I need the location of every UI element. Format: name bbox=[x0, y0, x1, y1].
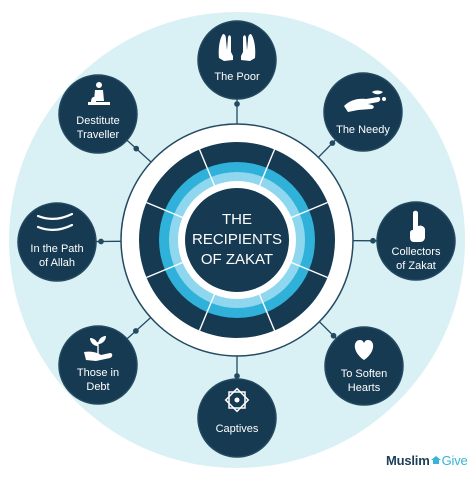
node-the-needy: The Needy bbox=[323, 72, 403, 152]
node-label-line2: Debt bbox=[86, 381, 109, 393]
center-title-line2: RECIPIENTS bbox=[192, 231, 282, 248]
center-title-line3: OF ZAKAT bbox=[201, 251, 273, 268]
node-destitute-traveller: Destitute Traveller bbox=[58, 74, 138, 154]
praying-hands-icon bbox=[218, 34, 256, 61]
center-hub bbox=[120, 123, 354, 357]
node-those-in-debt: Those in Debt bbox=[58, 325, 138, 405]
connector-dot bbox=[133, 145, 140, 152]
hand-plant-icon bbox=[84, 336, 113, 361]
heart-icon bbox=[354, 340, 374, 360]
hub-divider bbox=[198, 287, 218, 331]
logo-text-part2: Give bbox=[441, 453, 468, 468]
connector-dot bbox=[234, 101, 240, 107]
node-label-line2: Traveller bbox=[77, 129, 120, 141]
node-captives: Captives bbox=[197, 378, 277, 458]
connector-dot bbox=[329, 140, 336, 146]
node-label-line2: Hearts bbox=[348, 382, 381, 394]
hub-divider bbox=[146, 259, 190, 279]
node-label-line1: Collectors bbox=[392, 246, 441, 258]
node-label-line1: In the Path bbox=[30, 243, 83, 255]
node-label: The Needy bbox=[336, 124, 390, 136]
hub-divider bbox=[198, 149, 218, 193]
hub-divider bbox=[256, 287, 276, 331]
node-label-line1: Destitute bbox=[76, 115, 119, 127]
crossed-swords-icon bbox=[36, 212, 74, 231]
node-the-poor: The Poor bbox=[197, 20, 277, 100]
node-label-line1: Those in bbox=[77, 367, 119, 379]
node-label: Captives bbox=[216, 423, 259, 435]
house-icon bbox=[430, 456, 441, 464]
connector-dot bbox=[98, 238, 104, 245]
star-emblem-icon bbox=[224, 387, 250, 413]
giving-hand-icon bbox=[344, 90, 386, 112]
hub-divider bbox=[256, 149, 276, 193]
node-to-soften-hearts: To Soften Hearts bbox=[324, 326, 404, 406]
node-label: The Poor bbox=[214, 71, 260, 83]
logo-text-part1: Muslim bbox=[386, 453, 430, 468]
node-label-line2: of Zakat bbox=[396, 260, 436, 272]
hub-divider bbox=[284, 259, 328, 279]
center-title-line1: THE bbox=[222, 211, 252, 228]
connector-dot bbox=[133, 328, 139, 334]
praying-person-icon bbox=[88, 82, 110, 105]
node-label-line1: To Soften bbox=[341, 368, 387, 380]
connector-dot bbox=[234, 373, 240, 379]
muslimgive-logo: Muslim Give bbox=[386, 453, 468, 469]
node-in-the-path-of-allah: In the Path of Allah bbox=[17, 202, 97, 282]
raised-finger-icon bbox=[410, 210, 425, 242]
hub-divider bbox=[284, 201, 328, 221]
node-collectors-of-zakat: Collectors of Zakat bbox=[376, 201, 456, 281]
connector-dot bbox=[330, 332, 337, 339]
connector-dot bbox=[370, 237, 376, 244]
hub-divider bbox=[146, 201, 190, 221]
node-label-line2: of Allah bbox=[39, 257, 75, 269]
